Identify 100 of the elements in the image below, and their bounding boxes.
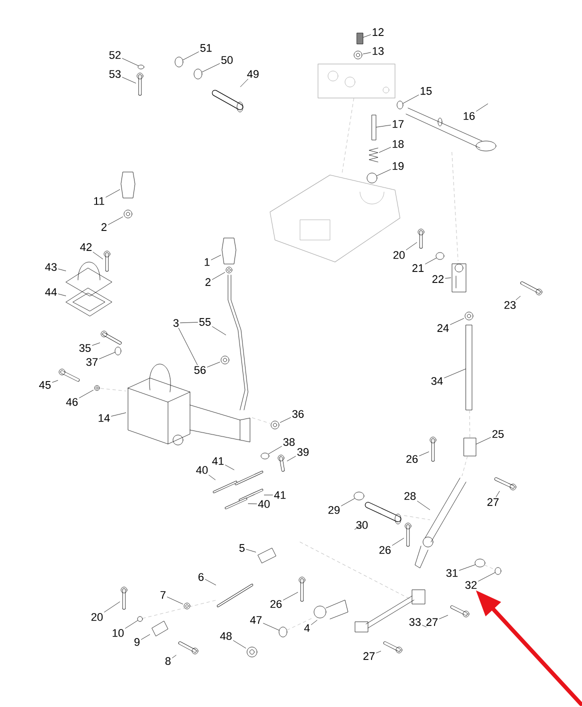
leader-line (459, 564, 476, 571)
center-line (462, 456, 468, 476)
rod (234, 470, 264, 486)
center-line (469, 410, 470, 438)
callout-number: 24 (437, 324, 449, 332)
callout-number: 41 (212, 457, 224, 465)
callout-number: 26 (270, 600, 282, 608)
leader-line (268, 446, 282, 454)
callout-number: 27 (363, 652, 375, 660)
washer (278, 626, 288, 638)
callout-number: 43 (45, 263, 57, 271)
nut (270, 420, 280, 430)
leader-line (417, 500, 430, 510)
leader-line (122, 58, 139, 66)
leader-line (376, 169, 391, 176)
nut (226, 266, 232, 274)
callout-number: 8 (165, 657, 171, 665)
pin (520, 281, 542, 296)
callout-number: 21 (412, 264, 424, 272)
block (466, 324, 472, 410)
leader-line (419, 452, 429, 456)
leader-line (425, 258, 437, 264)
pin (104, 250, 110, 272)
center-line (452, 152, 458, 261)
callout-number: 36 (292, 410, 304, 418)
leader-line (363, 52, 371, 54)
knob (222, 238, 236, 264)
leader-line (202, 63, 220, 72)
callout-number: 30 (356, 521, 368, 529)
nut (246, 646, 258, 658)
leader-line (211, 254, 221, 260)
center-line (142, 600, 216, 619)
leader-line (180, 322, 198, 324)
leader-line (167, 596, 183, 604)
callout-number: 37 (86, 358, 98, 366)
pin (298, 576, 306, 602)
clevis (152, 620, 168, 636)
center-line (286, 618, 313, 630)
leader-line (99, 352, 116, 360)
leader-line (406, 242, 417, 250)
leader-line (402, 94, 419, 104)
callout-number: 53 (109, 70, 121, 78)
pin (120, 586, 128, 610)
callout-number: 52 (109, 51, 121, 59)
block (372, 114, 376, 140)
leader-line (111, 412, 126, 416)
washer (436, 252, 444, 260)
leader-line (264, 494, 273, 496)
leader-line (58, 294, 66, 296)
leader-line (178, 328, 198, 366)
leader-line (79, 390, 94, 398)
callout-number: 18 (392, 140, 404, 148)
callout-number: 34 (431, 377, 443, 385)
leader-line (207, 362, 220, 368)
center-line (404, 515, 430, 520)
callout-number: 44 (45, 288, 57, 296)
leader-line (450, 318, 464, 325)
pin (100, 330, 122, 345)
rod (216, 584, 254, 608)
center-line (342, 98, 354, 175)
callout-number: 47 (250, 616, 262, 624)
bracket-drawing (318, 64, 396, 98)
pin (178, 641, 198, 654)
pin (278, 454, 285, 472)
pin (494, 477, 516, 490)
washer (138, 64, 144, 70)
nut (94, 385, 100, 391)
leader-line (376, 650, 381, 654)
ball (366, 172, 378, 184)
lever (228, 274, 248, 410)
nut (220, 356, 230, 364)
callout-number: 26 (406, 455, 418, 463)
callout-number: 9 (134, 638, 140, 646)
callout-number: 48 (220, 632, 232, 640)
washer (137, 616, 143, 622)
leader-line (287, 456, 296, 462)
leader-line (516, 296, 521, 300)
callout-number: 40 (258, 500, 270, 508)
center-line (484, 564, 496, 570)
leader-line (376, 124, 391, 128)
leader-line (205, 579, 216, 586)
callout-number: 19 (392, 162, 404, 170)
callout-number: 10 (112, 629, 124, 637)
leader-line (52, 380, 58, 383)
leader-line (246, 549, 256, 552)
pin (404, 522, 412, 547)
washer (474, 558, 486, 568)
rod (212, 480, 238, 494)
callout-number: 29 (328, 506, 340, 514)
leader-line (439, 615, 448, 620)
callout-number: 32 (465, 581, 477, 589)
pin (450, 605, 470, 618)
leader-line (108, 216, 123, 225)
callout-number: 55 (199, 318, 211, 326)
callout-number: 22 (432, 275, 444, 283)
leader-line (263, 623, 280, 630)
leader-line (212, 272, 225, 280)
callout-number: 17 (392, 120, 404, 128)
rod (224, 498, 248, 510)
callout-number: 41 (274, 491, 286, 499)
